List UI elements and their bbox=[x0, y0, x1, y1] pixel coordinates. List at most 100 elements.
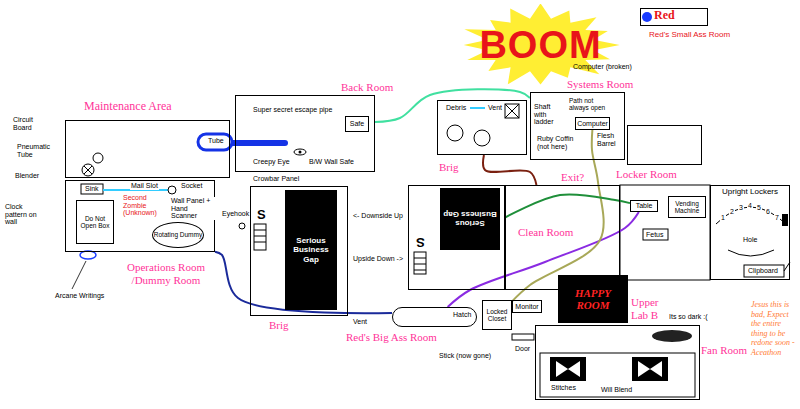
fan-symbol bbox=[550, 357, 586, 381]
map-label: Arcane Writings bbox=[54, 292, 105, 300]
room-box: HAPPY ROOM bbox=[558, 275, 628, 323]
box-text: Serious Business Gap bbox=[441, 210, 499, 228]
map-label: Mail Slot bbox=[130, 182, 159, 190]
room-name: Debris bbox=[446, 104, 466, 112]
box-text: Monitor bbox=[515, 303, 538, 311]
map-label: 2 bbox=[729, 208, 735, 216]
debris-circle bbox=[474, 130, 490, 146]
room-name: Upright Lockers bbox=[711, 188, 789, 197]
door-symbol bbox=[512, 334, 534, 340]
map-label: Super secret escape pipe bbox=[252, 106, 333, 114]
map-label: Clipboard bbox=[747, 267, 779, 275]
map-label: Exit? bbox=[560, 171, 585, 184]
box-text: Safe bbox=[350, 120, 364, 128]
map-label: Pneumatic Tube bbox=[16, 143, 54, 158]
box-text: Do Not Open Box bbox=[77, 215, 113, 229]
map-label: Flesh Barrel bbox=[596, 132, 620, 147]
tube-port bbox=[93, 153, 103, 163]
object-ellipse: Rotating Dummy bbox=[152, 222, 204, 248]
eye-pupil bbox=[299, 151, 302, 154]
map-label: Shaft with ladder bbox=[533, 103, 561, 126]
box-text: HAPPY ROOM bbox=[559, 287, 627, 311]
eye-symbol bbox=[294, 149, 306, 155]
room-name: Clean Room bbox=[518, 226, 573, 239]
box-text: BOOM bbox=[479, 26, 601, 64]
box-text: Serious Business Gap bbox=[286, 236, 336, 264]
stairs-steps bbox=[414, 258, 426, 270]
map-label: Upside Down -> bbox=[352, 255, 404, 263]
debris-circle bbox=[447, 125, 463, 141]
map-label: Door bbox=[514, 345, 531, 353]
room-outline bbox=[620, 185, 710, 280]
object-box: Monitor bbox=[512, 300, 542, 313]
path-line bbox=[483, 155, 536, 185]
map-label: B/W Wall Safe bbox=[308, 158, 355, 166]
fan-blades bbox=[638, 361, 662, 377]
room-name: Locker Room bbox=[616, 168, 677, 181]
object-box: Computer bbox=[575, 117, 610, 130]
map-label: Wall Panel + Hand Scanner bbox=[170, 197, 216, 220]
map-label: Sink bbox=[84, 185, 100, 193]
gap-bar: Serious Business Gap bbox=[440, 188, 500, 250]
room-box: RedRed's Small Ass Room bbox=[640, 8, 708, 26]
map-label: Fetus bbox=[645, 231, 665, 239]
locker-door bbox=[782, 214, 788, 226]
box-text: Rotating Dummy bbox=[154, 231, 202, 238]
room-name: Brig bbox=[269, 319, 289, 332]
map-label: 7 bbox=[774, 214, 780, 222]
map-label: 3 bbox=[738, 204, 744, 212]
vent-cross bbox=[505, 104, 519, 118]
path-line bbox=[375, 89, 530, 122]
map-label: 1 bbox=[720, 214, 726, 222]
box-text: Computer bbox=[577, 120, 608, 128]
room-box: Locker Room bbox=[627, 125, 702, 165]
object-box: Vending Machine bbox=[668, 196, 706, 218]
map-label: 4 bbox=[747, 202, 753, 210]
vent-square bbox=[505, 104, 519, 118]
map-label: Stick (now gone) bbox=[438, 352, 492, 360]
map-label: Eyehook bbox=[221, 210, 250, 218]
path-line bbox=[505, 194, 630, 217]
room-name: Red bbox=[654, 9, 675, 23]
stairs-symbol bbox=[414, 252, 426, 274]
fan-symbol bbox=[632, 357, 668, 381]
map-label: Hole bbox=[742, 236, 758, 244]
map-label: S bbox=[415, 236, 426, 249]
map-label: Socket bbox=[180, 182, 203, 190]
stairs-symbol bbox=[254, 224, 266, 250]
room-name: Systems Room bbox=[567, 78, 633, 91]
socket-symbol bbox=[168, 186, 176, 194]
room-box: DebrisVent bbox=[437, 100, 527, 155]
map-label: Circuit Board bbox=[12, 116, 44, 131]
map-label: Upper Lab B bbox=[630, 296, 672, 321]
stairs-steps bbox=[254, 230, 266, 242]
blender-cross bbox=[84, 166, 92, 174]
gap-bar: Serious Business Gap bbox=[285, 190, 337, 310]
room-name: Back Room bbox=[341, 81, 393, 94]
object-box: Locked Closet bbox=[482, 300, 512, 330]
object-box: Safe bbox=[345, 116, 369, 132]
fetus-box bbox=[643, 229, 668, 240]
map-label: Vent bbox=[352, 318, 368, 326]
object-box: Table bbox=[630, 200, 658, 212]
map-label: Computer (broken) bbox=[572, 63, 633, 71]
red-dot bbox=[642, 12, 652, 22]
map-label: Creepy Eye bbox=[252, 158, 291, 166]
map-label: S bbox=[256, 208, 267, 221]
map-label: Ruby Coffin (not here) bbox=[536, 135, 582, 150]
map-label: Crowbar Panel bbox=[252, 175, 300, 183]
blender-symbol bbox=[82, 164, 94, 176]
map-label: Clock pattern on wall bbox=[4, 203, 40, 226]
note-text: Jesus this is bad, Expect the entire thi… bbox=[750, 300, 797, 358]
eyehook-symbol bbox=[239, 223, 245, 229]
leader-line bbox=[72, 261, 86, 289]
object-box: Do Not Open Box bbox=[76, 200, 114, 244]
room-box: Serious Business GapBrig bbox=[250, 186, 348, 316]
box-text: Locked Closet bbox=[483, 308, 511, 322]
map-label: Path not always open bbox=[568, 97, 612, 111]
room-box: Maintenance Area bbox=[65, 120, 230, 178]
clock-oval bbox=[80, 251, 96, 259]
map-label: Stitches bbox=[550, 384, 577, 392]
map-label: Hatch bbox=[452, 311, 472, 319]
room-name: Maintenance Area bbox=[84, 100, 172, 114]
